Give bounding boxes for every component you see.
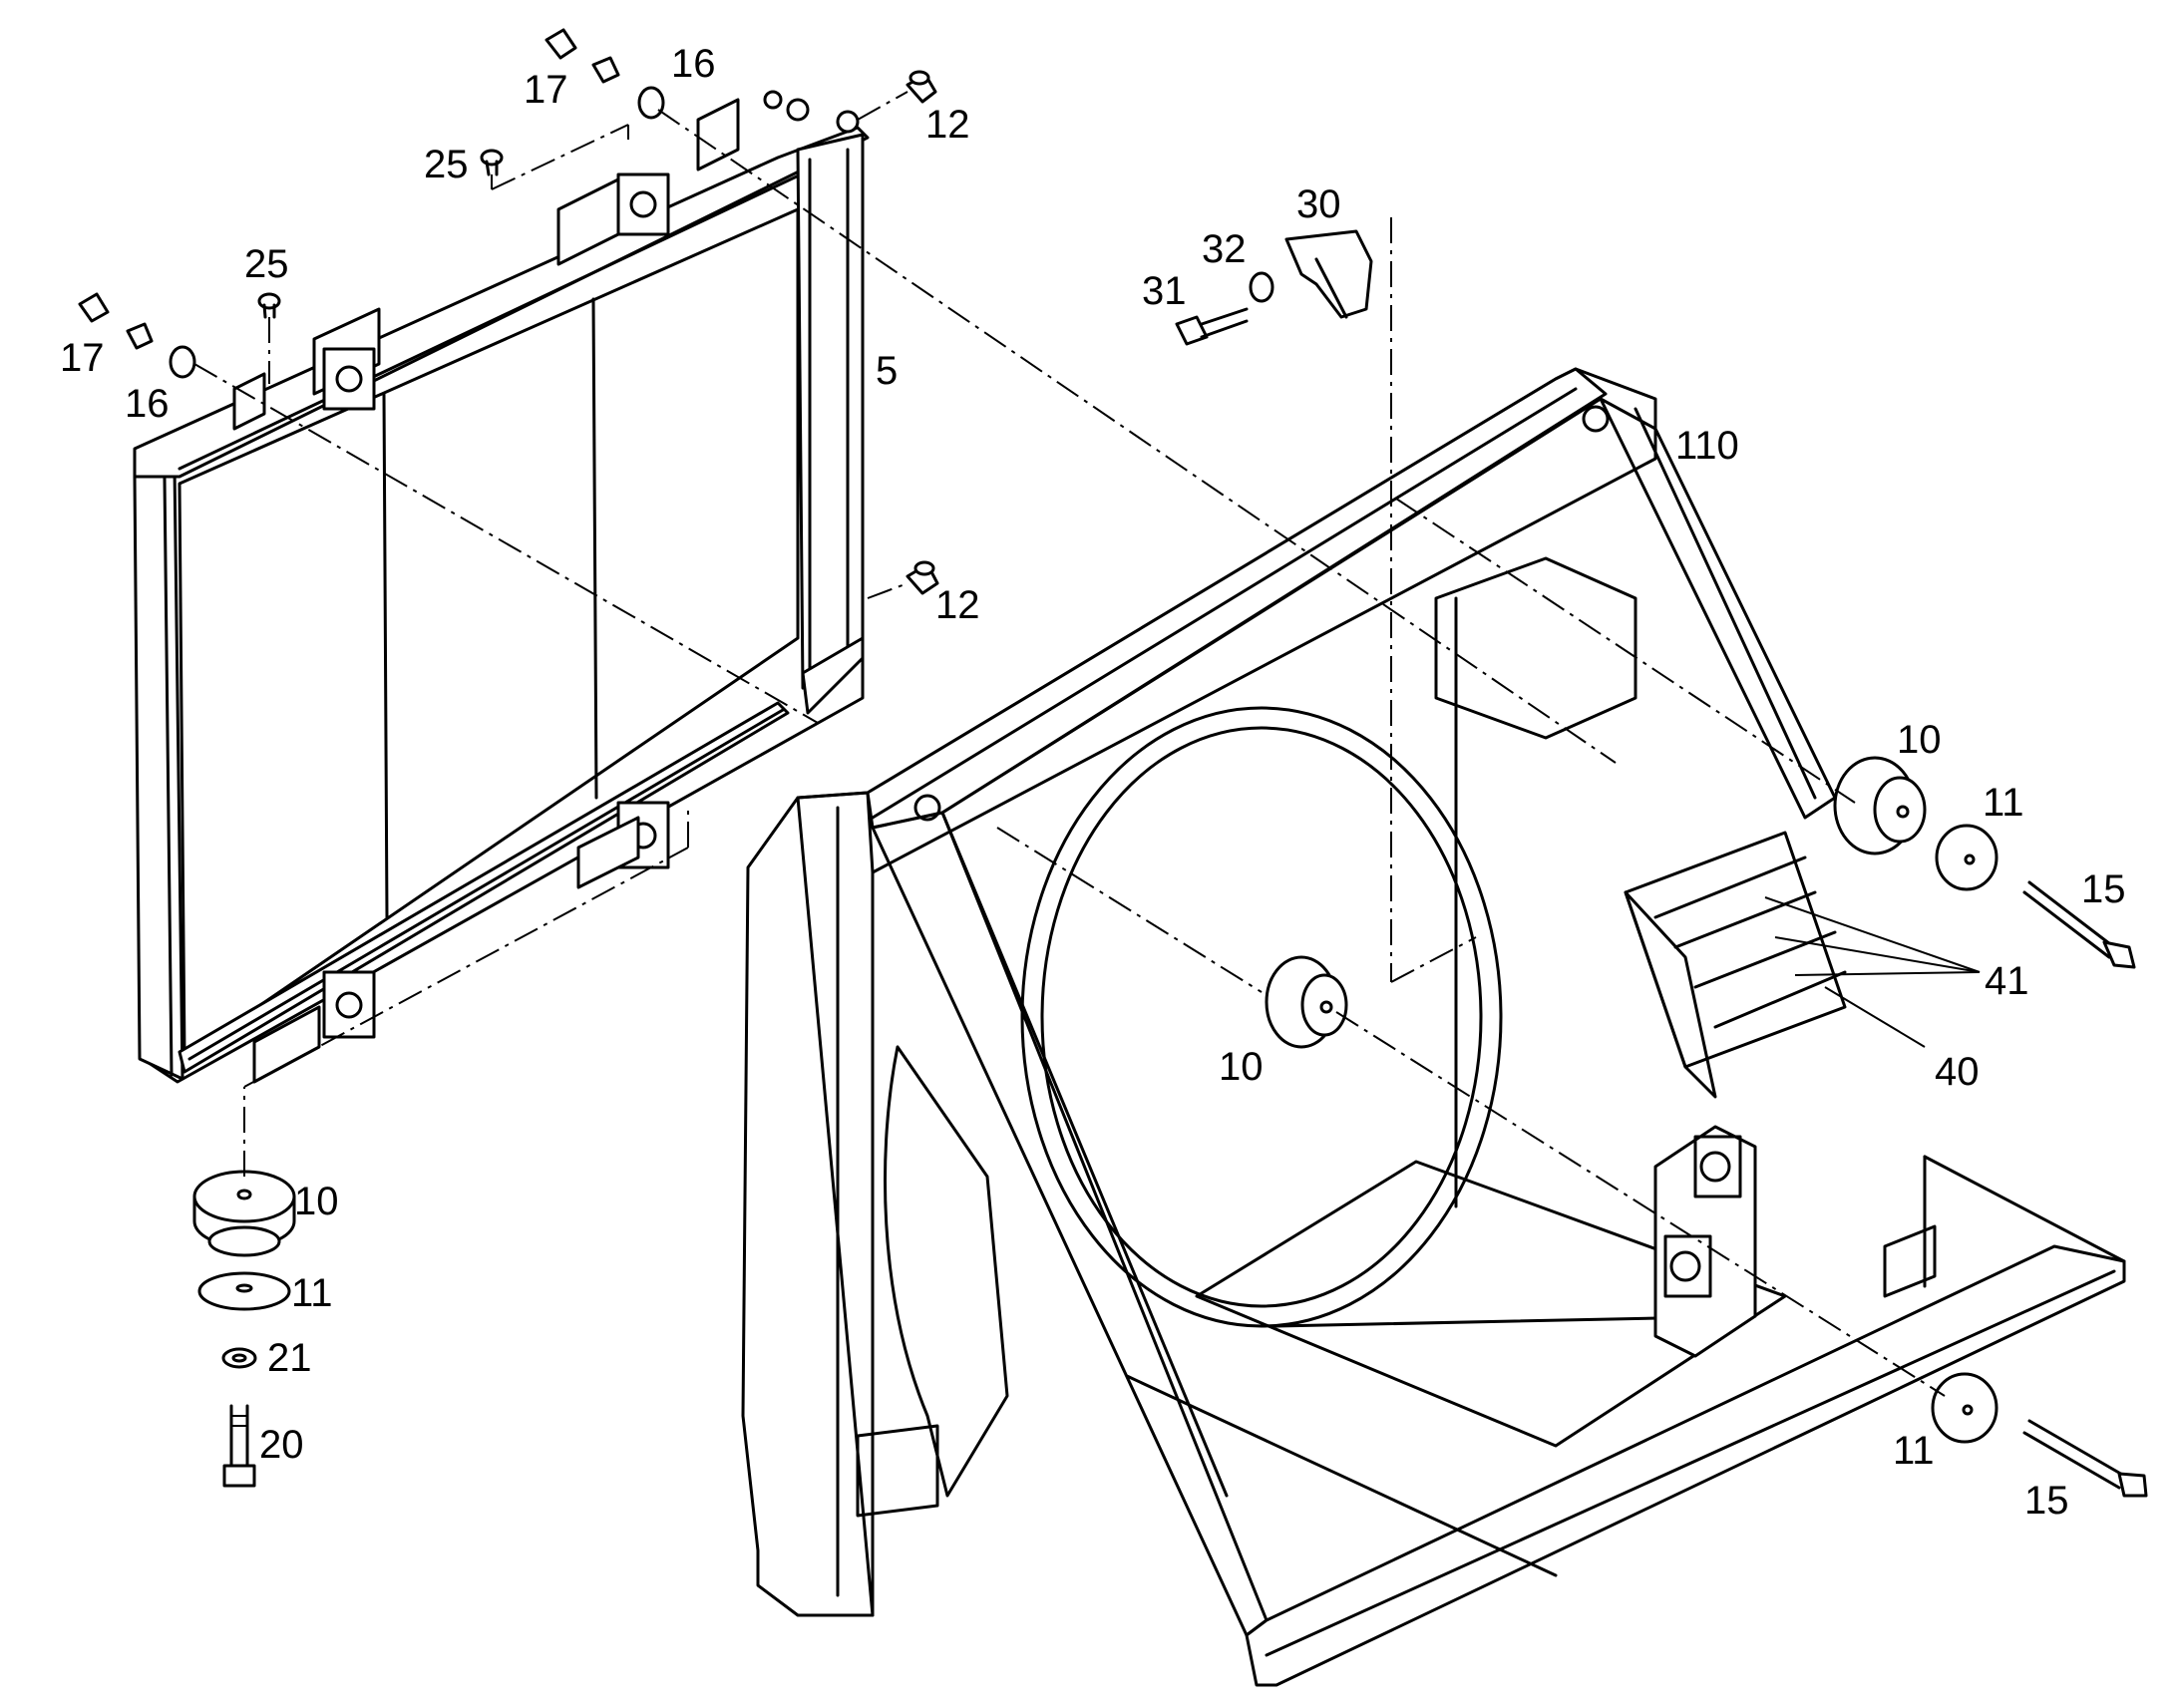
callout-25-left: 25 (244, 242, 289, 286)
washer-16-top (637, 86, 665, 120)
callout-10-left: 10 (294, 1180, 339, 1223)
assembly-centerlines (193, 91, 1946, 1397)
callout-11-left: 11 (291, 1271, 333, 1315)
rubber-mount-10-left (192, 1170, 296, 1257)
nut-21 (221, 1347, 257, 1369)
callout-21: 21 (267, 1336, 312, 1380)
callout-15-bottom: 15 (2024, 1479, 2069, 1523)
callout-25-top: 25 (424, 143, 469, 186)
fitting-12-top (906, 70, 937, 104)
frame-assembly (741, 367, 2126, 1687)
washer-32 (1249, 271, 1274, 303)
callout-41: 41 (1985, 959, 2029, 1003)
callout-17-left: 17 (60, 336, 105, 380)
callout-20: 20 (259, 1423, 304, 1467)
callout-10-center: 10 (1219, 1045, 1264, 1089)
callout-15-top: 15 (2081, 867, 2126, 911)
callout-11-right-bottom: 11 (1893, 1429, 1935, 1473)
bracket-30 (1284, 229, 1373, 319)
grate-step (1624, 831, 1847, 1099)
fitting-12-middle (906, 560, 939, 595)
callout-16-left: 16 (125, 382, 170, 426)
callout-31: 31 (1142, 269, 1187, 313)
nut-17-left (78, 292, 154, 350)
nut-17-top (545, 28, 620, 84)
bolt-20 (222, 1404, 256, 1488)
callout-labels: 17 16 12 25 25 17 16 5 12 30 32 31 110 1… (60, 42, 2126, 1523)
leader-lines (1764, 896, 1981, 1048)
callout-40: 40 (1935, 1050, 1980, 1094)
callout-5: 5 (876, 349, 898, 393)
screw-25-top (480, 149, 504, 176)
callout-12-middle: 12 (935, 583, 980, 627)
washer-16-left (169, 345, 196, 379)
callout-12-top: 12 (925, 103, 970, 147)
screw-25-left (257, 292, 281, 319)
bolt-31 (1175, 307, 1249, 346)
callout-11-right-top: 11 (1983, 781, 2024, 825)
callout-110: 110 (1675, 424, 1739, 468)
bolt-15-bottom (2022, 1419, 2148, 1498)
bolt-15-top (2022, 880, 2136, 969)
callout-17-top: 17 (524, 68, 568, 112)
radiator-core (133, 90, 870, 1084)
rubber-mount-10-center (1265, 955, 1348, 1049)
callout-16-top: 16 (671, 42, 716, 86)
callout-30: 30 (1296, 182, 1341, 226)
rubber-mount-10-right (1833, 756, 1927, 855)
callout-10-right: 10 (1897, 718, 1942, 762)
callout-32: 32 (1202, 227, 1247, 271)
